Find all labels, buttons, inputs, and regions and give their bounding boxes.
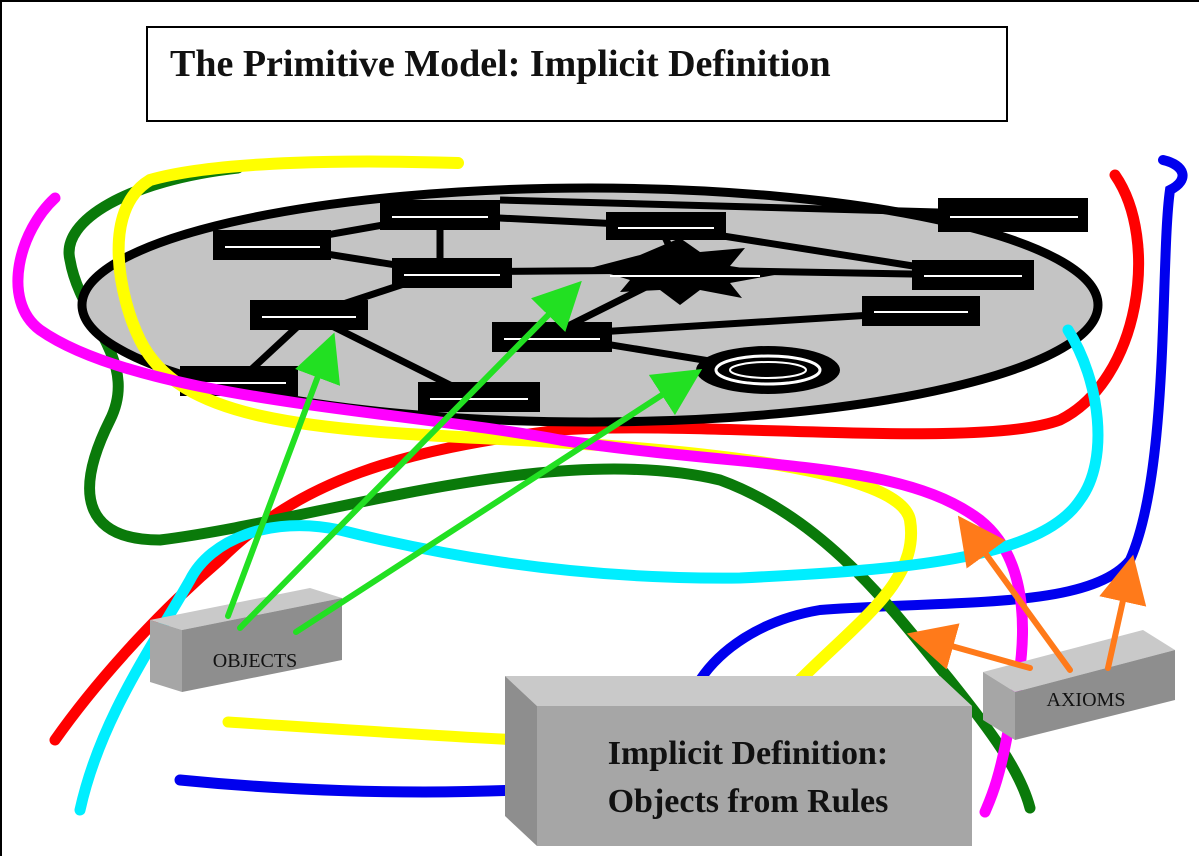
node-highlights — [192, 216, 1078, 400]
axioms-block: AXIOMS — [983, 630, 1175, 740]
orange-arrow-2 — [906, 623, 1033, 671]
implicit-definition-block: Implicit Definition: Objects from Rules — [505, 676, 972, 846]
network-nodes — [180, 198, 1088, 412]
axioms-label: AXIOMS — [1047, 689, 1126, 711]
orange-arrows — [906, 515, 1147, 673]
yellow-strand-bottom — [222, 716, 526, 746]
title-box: The Primitive Model: Implicit Definition — [146, 26, 1008, 122]
green-arrow-1 — [225, 332, 341, 619]
green-arrow-2 — [237, 280, 582, 631]
green-arrow-3 — [293, 368, 703, 635]
orange-arrow-3 — [1099, 554, 1147, 671]
diagram-title: The Primitive Model: Implicit Definition — [170, 43, 831, 85]
orange-arrow-1 — [957, 515, 1073, 673]
frame-border-top — [0, 0, 1199, 2]
blue-strand-bottom — [174, 774, 526, 798]
network-ellipse — [77, 183, 1103, 427]
implicit-line-1: Implicit Definition: — [608, 735, 888, 772]
cyan-strand — [74, 324, 1104, 816]
implicit-line-2: Objects from Rules — [608, 783, 889, 820]
green-arrows — [225, 280, 703, 635]
objects-block: OBJECTS — [150, 588, 342, 692]
objects-label: OBJECTS — [213, 650, 297, 672]
frame-border-left — [0, 0, 2, 856]
